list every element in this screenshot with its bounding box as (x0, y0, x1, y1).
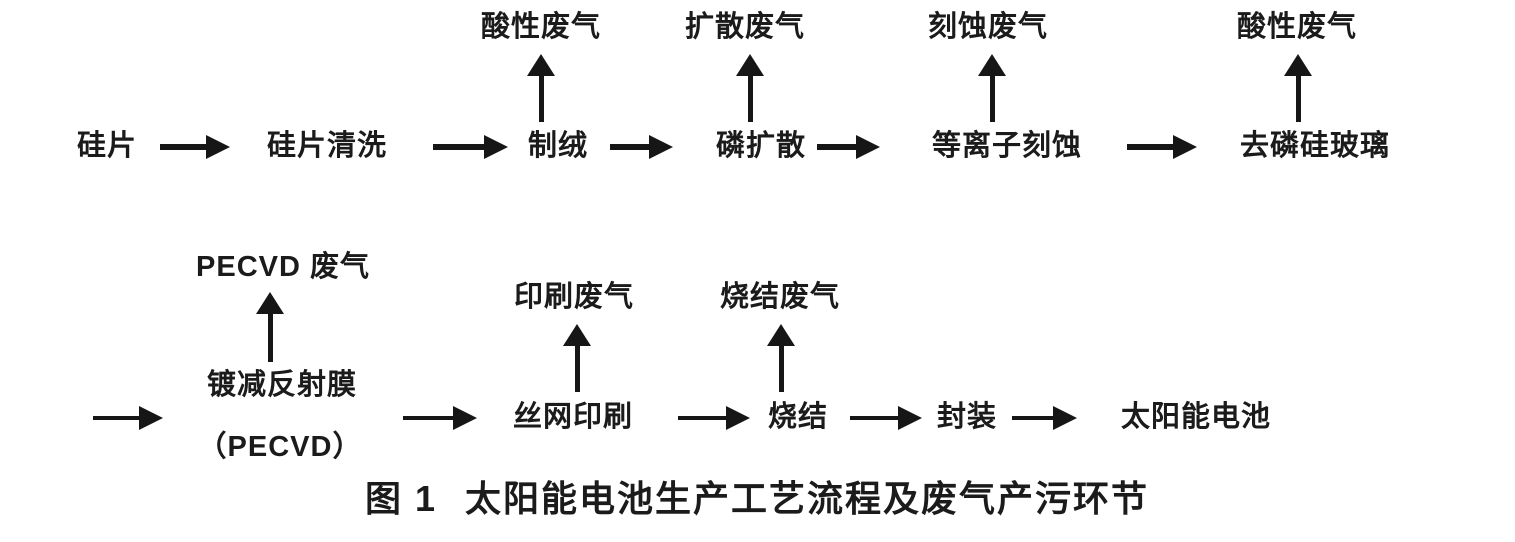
emission-arrow-up-icon (563, 324, 591, 392)
process-step-sintering: 烧结 (767, 401, 829, 433)
emission-label-sintering-waste-gas: 烧结废气 (719, 281, 841, 313)
flow-arrow-right-icon (1127, 134, 1197, 160)
emission-label-pecvd-waste-gas: PECVD 废气 (196, 251, 370, 283)
emission-label-acid-waste-gas-psg: 酸性废气 (1236, 11, 1358, 43)
process-step-screen-printing: 丝网印刷 (512, 401, 634, 433)
process-step-plasma-etching: 等离子刻蚀 (931, 130, 1083, 162)
flow-arrow-right-icon (817, 134, 880, 160)
process-step-texturing: 制绒 (527, 130, 589, 162)
flow-arrow-right-icon (850, 405, 922, 431)
flow-arrow-right-icon (160, 134, 230, 160)
process-step-silicon-wafer: 硅片 (76, 130, 138, 162)
process-step-arc-coating: 镀减反射膜 (206, 369, 358, 401)
emission-label-acid-waste-gas-texturing: 酸性废气 (480, 11, 602, 43)
flow-arrow-right-icon (678, 405, 750, 431)
emission-label-etching-waste-gas: 刻蚀废气 (927, 11, 1049, 43)
emission-arrow-up-icon (736, 54, 764, 122)
process-step-encapsulation: 封装 (936, 401, 998, 433)
figure-caption-title: 太阳能电池生产工艺流程及废气产污环节 (465, 478, 1150, 519)
process-step-arc-coating-method: （PECVD） (197, 431, 363, 463)
flow-arrow-right-icon (403, 405, 477, 431)
process-step-phosphorus-diffusion: 磷扩散 (715, 130, 807, 162)
emission-arrow-up-icon (767, 324, 795, 392)
process-step-solar-cell: 太阳能电池 (1120, 401, 1272, 433)
figure-caption: 图 1 太阳能电池生产工艺流程及废气产污环节 (365, 480, 1149, 518)
emission-label-diffusion-waste-gas: 扩散废气 (684, 11, 806, 43)
process-step-wafer-cleaning: 硅片清洗 (266, 130, 388, 162)
emission-arrow-up-icon (256, 292, 284, 362)
emission-arrow-up-icon (1284, 54, 1312, 122)
process-step-psg-removal: 去磷硅玻璃 (1239, 130, 1391, 162)
emission-arrow-up-icon (978, 54, 1006, 122)
flow-arrow-right-icon (93, 405, 163, 431)
figure-caption-number: 图 1 (364, 478, 438, 519)
flow-arrow-right-icon (610, 134, 673, 160)
emission-arrow-up-icon (527, 54, 555, 122)
emission-label-printing-waste-gas: 印刷废气 (513, 281, 635, 313)
flow-arrow-right-icon (1012, 405, 1077, 431)
flow-arrow-right-icon (433, 134, 508, 160)
